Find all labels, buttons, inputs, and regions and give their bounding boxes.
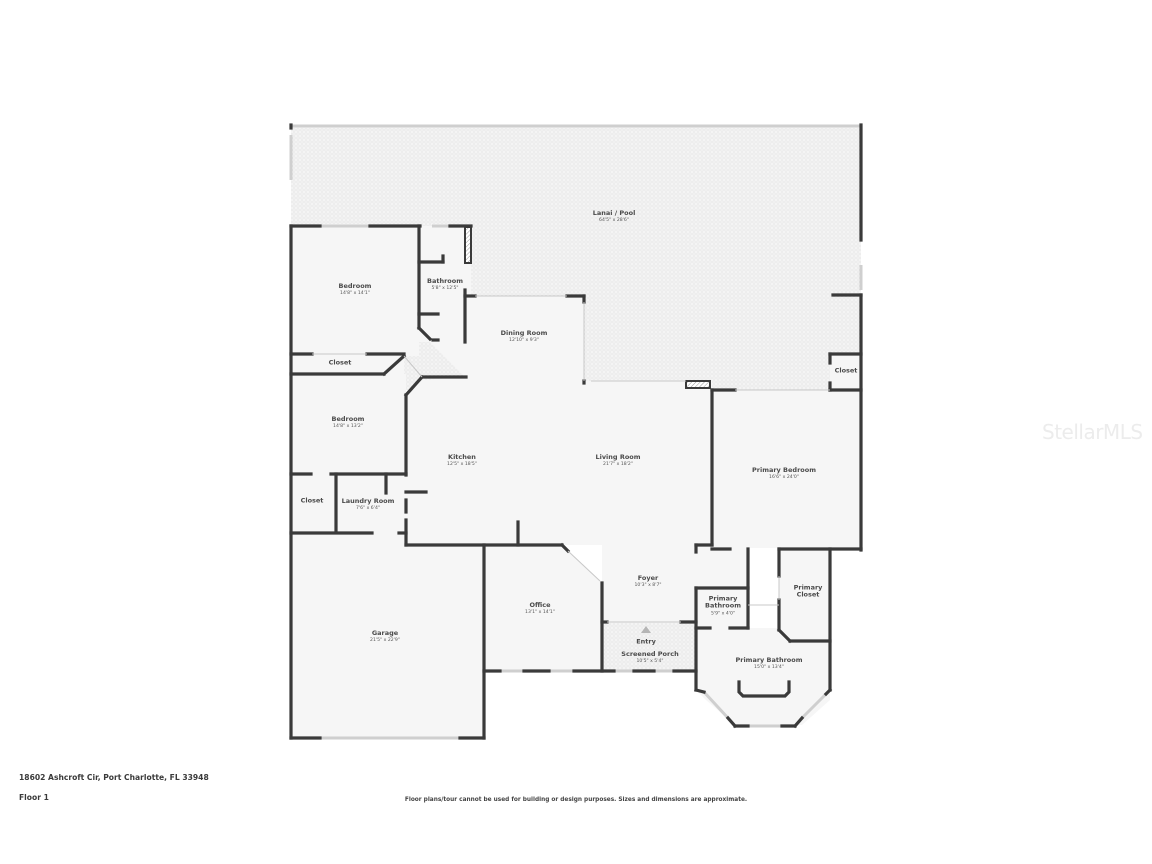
room-name: Foyer xyxy=(637,574,659,583)
room-label-primary-closet: Primary Closet xyxy=(793,583,823,600)
room-label-closet-2: Closet xyxy=(300,496,324,505)
room-name: Closet xyxy=(300,496,324,505)
room-dimensions: 21'7" x 18'2" xyxy=(603,462,633,468)
room-name: Primary Bathroom xyxy=(735,656,803,665)
room-name: Entry xyxy=(636,637,656,646)
room-name: Laundry Room xyxy=(341,497,395,506)
room-dimensions: 64'5" x 28'6" xyxy=(599,218,629,224)
room-dimensions: 10'5" x 5'4" xyxy=(636,659,664,665)
room-dimensions: 12'5" x 18'5" xyxy=(447,462,477,468)
floor-label: Floor 1 xyxy=(19,793,49,802)
room-name: Kitchen xyxy=(448,453,476,462)
walls xyxy=(289,123,863,740)
room-name: Closet xyxy=(834,366,858,375)
room-name: Garage xyxy=(371,629,399,638)
room-label-closet-lanai: Closet xyxy=(834,366,858,375)
room-dimensions: 7'6" x 6'4" xyxy=(355,506,381,512)
room-dimensions: 13'1" x 14'1" xyxy=(525,610,555,616)
room-name: Primary Bedroom xyxy=(752,466,816,475)
room-dimensions: 16'6" x 24'0" xyxy=(769,475,799,481)
room-dimensions: 21'5" x 22'9" xyxy=(370,638,400,644)
room-name: Living Room xyxy=(595,453,641,462)
entry-arrow-icon xyxy=(641,626,651,633)
room-dimensions: 5'8" x 12'5" xyxy=(431,286,459,292)
room-name: Screened Porch xyxy=(621,650,679,659)
room-name: Lanai / Pool xyxy=(592,209,636,218)
room-name: Primary Bathroom xyxy=(705,594,741,610)
room-label-entry: Entry xyxy=(636,637,656,646)
room-dimensions: 14'8" x 14'1" xyxy=(340,291,370,297)
room-dimensions: 10'3" x 8'7" xyxy=(634,583,662,589)
room-name: Dining Room xyxy=(500,329,548,338)
room-name: Office xyxy=(529,601,551,610)
property-address: 18602 Ashcroft Cir, Port Charlotte, FL 3… xyxy=(19,773,209,782)
room-name: Primary Closet xyxy=(793,583,823,599)
room-name: Bedroom xyxy=(331,415,365,424)
room-name: Closet xyxy=(328,358,352,367)
room-name: Bathroom xyxy=(427,277,463,286)
disclaimer-text: Floor plans/tour cannot be used for buil… xyxy=(404,797,748,803)
room-dimensions: 12'10" x 9'3" xyxy=(509,338,539,344)
watermark-logo: StellarMLS xyxy=(1042,420,1143,444)
room-dimensions: 5'9" x 4'0" xyxy=(710,611,736,617)
room-dimensions: 15'0" x 13'4" xyxy=(754,665,784,671)
room-name: Bedroom xyxy=(338,282,372,291)
room-dimensions: 14'8" x 13'2" xyxy=(333,424,363,430)
room-label-closet-1: Closet xyxy=(328,358,352,367)
doors xyxy=(312,295,830,623)
interior-floors xyxy=(291,226,861,738)
